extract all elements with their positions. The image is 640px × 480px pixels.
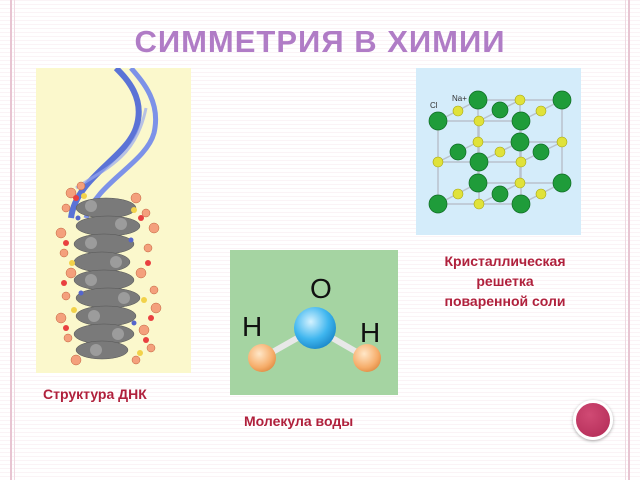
water-caption: Молекула воды [244, 413, 354, 429]
hydrogen-left-label: H [242, 311, 262, 342]
left-border-line [10, 0, 12, 480]
water-molecule-graphic: O H H [242, 273, 381, 372]
right-border-line [628, 0, 630, 480]
hydrogen-right-label: H [360, 317, 380, 348]
crystal-lattice-image: Cl Na+ [416, 68, 581, 235]
slide-title: СИММЕТРИЯ В ХИМИИ [134, 24, 506, 59]
crystal-caption-line-2: решетка [476, 273, 534, 289]
water-molecule-image: O H H [230, 250, 398, 395]
nacl-lattice-graphic: Cl Na+ [428, 90, 572, 214]
dna-helix-graphic [55, 65, 162, 366]
left-border-line-inner [14, 0, 15, 480]
crystal-caption: Кристаллическая решетка поваренной соли [420, 251, 590, 311]
oxygen-label: O [310, 273, 332, 304]
cl-ion-label: Cl [430, 101, 438, 110]
crystal-caption-line-1: Кристаллическая [444, 253, 566, 269]
dna-structure-image [36, 65, 191, 373]
na-ion-label: Na+ [452, 94, 467, 103]
dna-caption: Структура ДНК [43, 386, 147, 402]
crystal-caption-line-3: поваренной соли [444, 293, 566, 309]
decorative-circle [573, 400, 613, 440]
right-border-line-inner [625, 0, 626, 480]
